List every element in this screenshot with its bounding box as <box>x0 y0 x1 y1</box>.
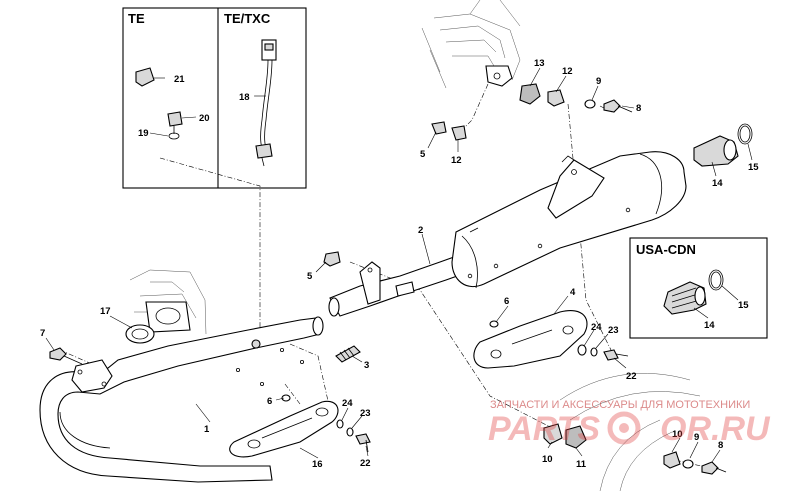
callout-24-left: 24 <box>342 398 353 409</box>
usa-o-ring-15 <box>708 269 724 291</box>
box-te-frame <box>122 7 307 189</box>
plug-21 <box>135 67 155 87</box>
callout-labels: 21 20 19 18 13 12 9 8 5 12 14 15 2 5 4 6… <box>40 58 759 470</box>
te-txc-sensor <box>255 39 277 167</box>
callout-5-top: 5 <box>420 149 426 160</box>
washer-9-top <box>584 99 596 109</box>
callout-2: 2 <box>418 225 423 236</box>
bolt-7-head <box>49 347 67 361</box>
nut-5-mid <box>323 251 341 267</box>
washer-23-left <box>346 427 354 437</box>
callout-11: 11 <box>576 459 587 470</box>
callout-12-top: 12 <box>562 66 573 77</box>
callout-13: 13 <box>534 58 545 69</box>
callout-20: 20 <box>199 113 210 124</box>
watermark-gear-icon <box>607 411 641 445</box>
callout-9-bottom: 9 <box>694 432 699 443</box>
callout-9-top: 9 <box>596 76 601 87</box>
callout-6-left: 6 <box>267 396 272 407</box>
mid-pipe-bracket <box>359 261 381 305</box>
callout-18: 18 <box>239 92 250 103</box>
leader-lines <box>45 67 753 463</box>
callout-23-left: 23 <box>360 408 371 419</box>
grommet-11 <box>565 425 587 449</box>
frame-outline-top <box>421 0 521 89</box>
callout-22-right: 22 <box>626 371 637 382</box>
box-te-txc-title: TE/TXC <box>224 11 271 26</box>
top-fasteners <box>431 83 633 141</box>
bolt-20-head <box>167 111 183 127</box>
o-ring-15 <box>737 123 753 145</box>
watermark: ЗАПЧАСТИ И АКСЕССУАРЫ ДЛЯ МОТОТЕХНИКИ PA… <box>488 399 771 448</box>
callout-15-usa: 15 <box>738 300 749 311</box>
grommet-13 <box>519 83 541 105</box>
callout-7: 7 <box>40 328 45 339</box>
callout-12-mid: 12 <box>451 155 462 166</box>
spring-3 <box>335 345 361 363</box>
heat-shield-4 <box>473 310 588 369</box>
callout-22-left: 22 <box>360 458 371 469</box>
nut-5-top <box>431 121 447 135</box>
box-usa-cdn-group: USA-CDN <box>629 237 768 339</box>
gasket-17 <box>125 324 155 344</box>
washer-24-right <box>577 344 587 356</box>
sensor-body <box>255 143 273 159</box>
watermark-brand-left: PARTS <box>488 410 600 448</box>
callout-8-bottom: 8 <box>718 440 723 451</box>
bolt-8-top-head <box>603 99 621 113</box>
bottom-fasteners <box>543 423 727 475</box>
spacer-10-right <box>663 451 681 469</box>
washer-6-left <box>281 394 291 402</box>
washer-23-right <box>590 347 598 357</box>
rear-wheel-outline <box>559 373 701 492</box>
washer-9-bottom <box>682 459 694 469</box>
callout-19: 19 <box>138 128 149 139</box>
header-sensor-boss <box>251 339 261 349</box>
screw-22-left <box>355 433 371 445</box>
watermark-brand-right: OR.RU <box>660 410 771 448</box>
box-usa-cdn-frame <box>629 237 768 339</box>
callout-24-right: 24 <box>591 322 602 333</box>
box-te-group: TE TE/TXC <box>122 7 307 189</box>
engine-outline-left <box>129 269 207 335</box>
callout-14-main: 14 <box>712 178 723 189</box>
mid-fasteners <box>49 251 361 365</box>
callout-8-top: 8 <box>636 103 641 114</box>
washer-24-left <box>336 419 344 429</box>
callout-10-left: 10 <box>542 454 553 465</box>
callout-21: 21 <box>174 74 185 85</box>
spacer-12-top <box>547 89 565 107</box>
muffler <box>451 151 687 289</box>
box-te-title: TE <box>128 11 145 26</box>
callout-6-right: 6 <box>504 296 509 307</box>
bolt-8-bottom-head <box>701 461 719 475</box>
spacer-12-mid <box>451 125 467 141</box>
spacer-10-left <box>543 423 563 445</box>
washer-6-right <box>489 320 499 328</box>
callout-3: 3 <box>364 360 369 371</box>
te-box-parts <box>135 67 183 140</box>
watermark-tagline: ЗАПЧАСТИ И АКСЕССУАРЫ ДЛЯ МОТОТЕХНИКИ <box>490 399 750 411</box>
heat-shield-4-assembly <box>473 310 629 369</box>
callout-17: 17 <box>100 306 111 317</box>
callout-14-usa: 14 <box>704 320 715 331</box>
washer-19 <box>168 132 180 140</box>
header-pipe <box>39 316 324 483</box>
box-usa-cdn-title: USA-CDN <box>636 242 696 257</box>
callout-4: 4 <box>570 287 576 298</box>
heat-shield-16-assembly <box>229 394 371 458</box>
end-cap-assembly <box>693 123 753 167</box>
callout-10-right: 10 <box>672 429 683 440</box>
usa-cdn-parts <box>663 269 724 315</box>
callout-1: 1 <box>204 424 210 435</box>
callout-23-right: 23 <box>608 325 619 336</box>
screw-22-right <box>603 349 619 361</box>
callout-15-main: 15 <box>748 162 759 173</box>
callout-16: 16 <box>312 459 323 470</box>
callout-5-mid: 5 <box>307 271 313 282</box>
